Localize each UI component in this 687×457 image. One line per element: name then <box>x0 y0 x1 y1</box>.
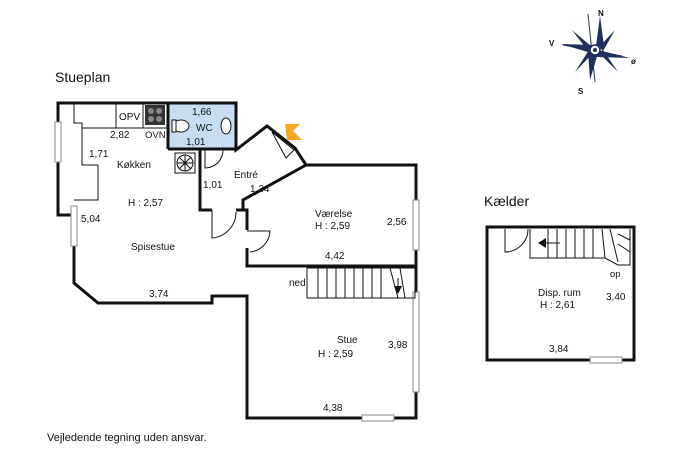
staircase-basement <box>529 228 631 266</box>
basement-outline <box>485 225 636 362</box>
entre-walls <box>198 149 307 212</box>
window-east-living <box>412 291 420 393</box>
dim-wc-width: 1,66 <box>192 107 212 118</box>
dim-entre-w: 1,01 <box>203 180 223 191</box>
label-kitchen-height: H : 2,57 <box>128 198 163 209</box>
label-kitchen: Køkken <box>117 160 151 171</box>
dim-west-wall: 5,04 <box>81 214 101 225</box>
compass-s: S <box>578 87 584 96</box>
window-east-bedroom <box>412 199 420 251</box>
dim-entre-d: 1,34 <box>250 184 270 195</box>
door-entrance <box>271 131 295 159</box>
dim-bedroom-side: 2,56 <box>387 217 407 228</box>
label-bedroom-height: H : 2,59 <box>315 221 350 232</box>
dim-storage-bottom: 3,84 <box>549 344 569 355</box>
label-living-height: H : 2,59 <box>318 349 353 360</box>
label-dining: Spisestue <box>131 242 175 253</box>
label-wc: WC <box>196 123 213 134</box>
staircase-ground <box>306 267 416 299</box>
dim-living-side: 3,98 <box>388 340 408 351</box>
window-south-living <box>361 414 395 422</box>
ground-floor-outline <box>56 101 418 420</box>
fan-box <box>174 152 196 174</box>
disclaimer-text: Vejledende tegning uden ansvar. <box>47 432 207 444</box>
window-west-kitchen <box>54 121 62 163</box>
bedroom-walls <box>243 208 416 268</box>
dim-bedroom-bottom: 4,42 <box>325 251 345 262</box>
sink-icon <box>220 117 232 135</box>
label-ovn: OVN <box>145 130 166 141</box>
dim-kitchen-1: 1,71 <box>89 149 109 160</box>
dim-living-bottom: 4,38 <box>323 403 343 414</box>
kitchen-counter <box>73 103 168 201</box>
label-living: Stue <box>337 335 358 346</box>
compass-rose: N V S ø <box>549 9 636 96</box>
compass-n: N <box>598 9 604 18</box>
label-stairs-down: ned <box>289 278 306 289</box>
window-basement <box>589 356 623 364</box>
door-bedroom <box>247 230 271 253</box>
label-stairs-up: op <box>610 269 621 280</box>
door-wc <box>204 149 224 169</box>
window-west-dining <box>70 205 78 247</box>
dim-storage-side: 3,40 <box>606 292 626 303</box>
dim-dining-bottom: 3,74 <box>149 289 169 300</box>
compass-o: ø <box>631 57 636 66</box>
entrance-arrow-icon <box>285 124 302 140</box>
label-storage: Disp. rum <box>538 288 581 299</box>
title-stueplan: Stueplan <box>55 69 110 85</box>
dim-opv-width: 2,82 <box>110 130 130 141</box>
label-entre: Entré <box>234 170 258 181</box>
dim-wc-depth: 1,01 <box>186 137 206 148</box>
label-opv: OPV <box>119 112 140 123</box>
door-entre-dining <box>211 210 237 239</box>
label-bedroom: Værelse <box>315 209 353 220</box>
title-kaelder: Kælder <box>484 193 529 209</box>
door-basement <box>504 228 529 253</box>
compass-v: V <box>549 39 555 48</box>
label-storage-height: H : 2,61 <box>540 300 575 311</box>
stove-top <box>145 105 165 125</box>
